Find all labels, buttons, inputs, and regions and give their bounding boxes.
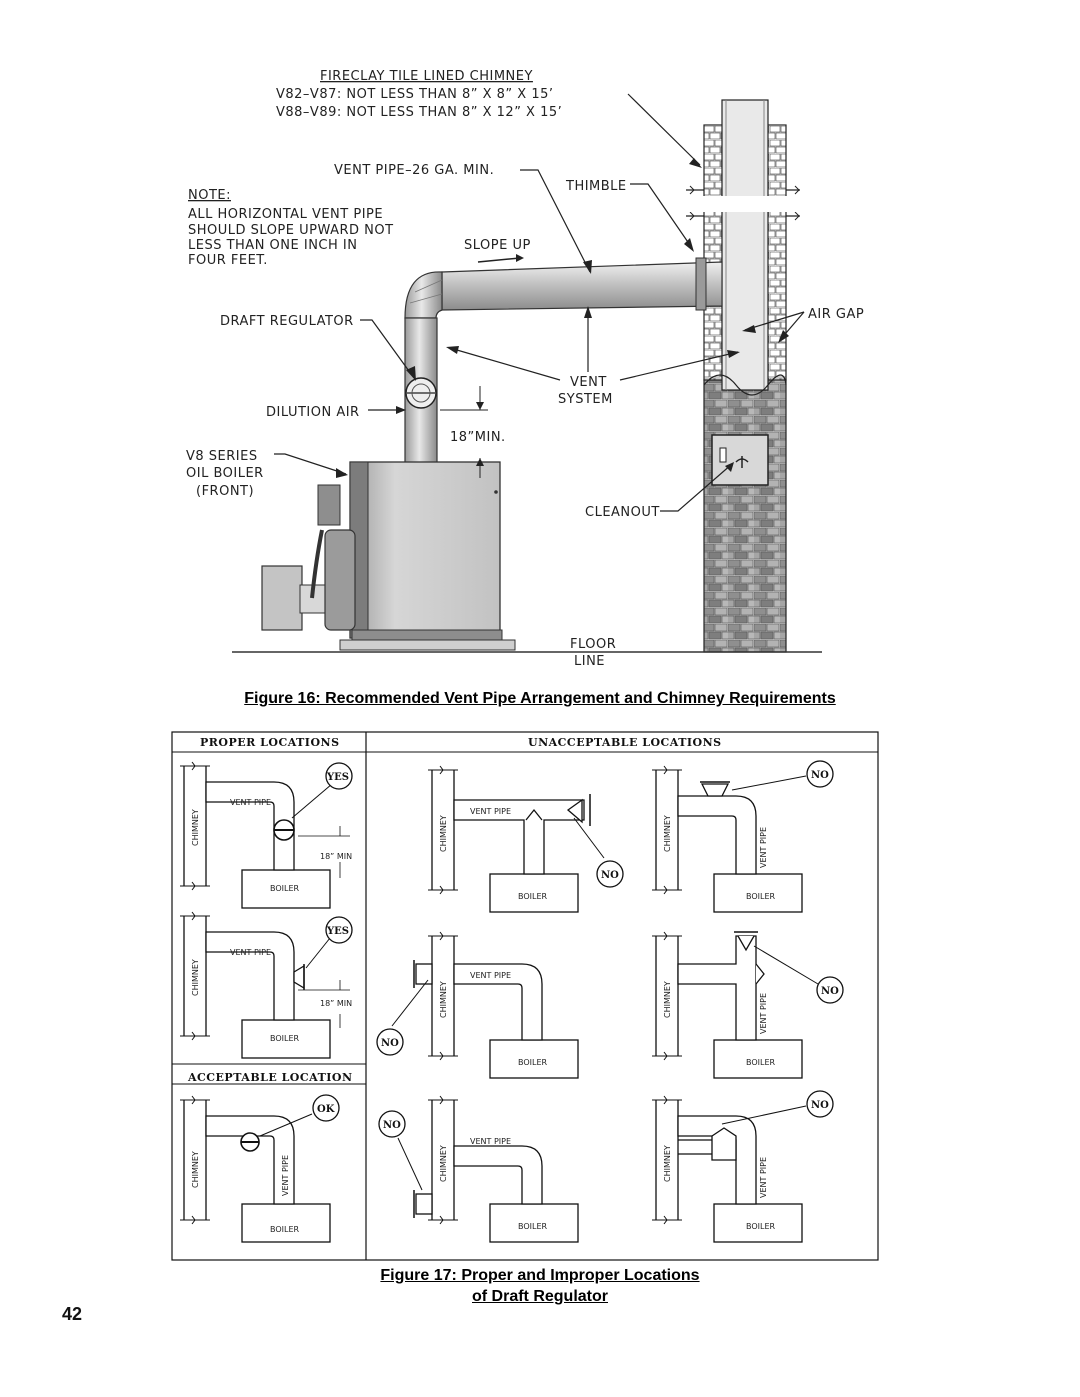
boiler-label: BOILER xyxy=(270,1034,300,1043)
vent-pipe-label: VENT PIPE xyxy=(759,993,768,1034)
no-marker: NO xyxy=(381,1038,399,1049)
panel-proper-1: YES VENT PIPE 18” MIN BOILER CHIMNEY xyxy=(179,761,353,909)
panel-unacceptable-6: NO VENT PIPE BOILER CHIMNEY xyxy=(651,1090,834,1243)
chimney-label: CHIMNEY xyxy=(663,815,672,852)
boiler-label: BOILER xyxy=(270,884,300,893)
leader-lines xyxy=(274,93,805,512)
figure-16-diagram: FIRECLAY TILE LINED CHIMNEY V82–V87: NOT… xyxy=(186,69,864,669)
thimble-label: THIMBLE xyxy=(565,179,627,194)
chimney-label: CHIMNEY xyxy=(439,1145,448,1182)
vent-pipe-label: VENT PIPE xyxy=(230,948,271,957)
figure-17-caption-line-1: Figure 17: Proper and Improper Locations xyxy=(380,1267,700,1284)
min-18-label: 18” MIN xyxy=(320,852,352,861)
no-marker: NO xyxy=(811,1100,829,1111)
panel-proper-2: YES VENT PIPE 18” MIN BOILER CHIMNEY xyxy=(179,911,353,1059)
vent-pipe-label: VENT PIPE xyxy=(470,971,511,980)
min-18-label: 18”MIN. xyxy=(450,430,506,445)
panel-unacceptable-5: NO VENT PIPE BOILER CHIMNEY xyxy=(378,1095,579,1243)
cleanout-label: CLEANOUT xyxy=(585,505,660,520)
vent-system-label-2: SYSTEM xyxy=(558,392,613,407)
boiler-label-3: (FRONT) xyxy=(196,484,254,499)
boiler-label-1: V8 SERIES xyxy=(186,449,258,464)
vent-pipe-label: VENT PIPE xyxy=(230,798,271,807)
boiler-label: BOILER xyxy=(270,1225,300,1234)
chimney-req-1-label: V82–V87: NOT LESS THAN 8” X 8” X 15’ xyxy=(276,87,554,102)
slope-up-label: SLOPE UP xyxy=(464,238,531,253)
min-18-label: 18” MIN xyxy=(320,999,352,1008)
chimney-req-2-label: V88–V89: NOT LESS THAN 8” X 12” X 15’ xyxy=(276,105,562,120)
note-line-4: FOUR FEET. xyxy=(188,253,268,268)
chimney-label: CHIMNEY xyxy=(439,981,448,1018)
no-marker: NO xyxy=(383,1120,401,1131)
boiler-label: BOILER xyxy=(746,1222,776,1231)
slope-up-arrow xyxy=(477,257,521,263)
vent-pipe xyxy=(404,257,723,464)
chimney-label: CHIMNEY xyxy=(439,815,448,852)
acceptable-location-header: ACCEPTABLE LOCATION xyxy=(187,1071,353,1084)
panel-unacceptable-1: NO VENT PIPE BOILER CHIMNEY xyxy=(427,765,624,913)
vent-pipe-label: VENT PIPE xyxy=(470,807,511,816)
vent-system-label-1: VENT xyxy=(570,375,607,390)
note-line-1: ALL HORIZONTAL VENT PIPE xyxy=(188,207,383,222)
unacceptable-locations-header: UNACCEPTABLE LOCATIONS xyxy=(528,736,722,749)
floor-line-label-1: FLOOR xyxy=(570,637,616,652)
panel-acceptable: OK VENT PIPE BOILER CHIMNEY xyxy=(179,1094,340,1243)
chimney-label: CHIMNEY xyxy=(663,981,672,1018)
boiler-label: BOILER xyxy=(518,892,548,901)
yes-marker: YES xyxy=(326,772,349,783)
note-line-3: LESS THAN ONE INCH IN xyxy=(188,238,357,253)
dimension-18-min xyxy=(440,386,488,478)
ok-marker: OK xyxy=(317,1104,335,1115)
no-marker: NO xyxy=(811,770,829,781)
vent-pipe-label: VENT PIPE xyxy=(470,1137,511,1146)
chimney-label: CHIMNEY xyxy=(191,809,200,846)
air-gap-label: AIR GAP xyxy=(808,307,864,322)
chimney-title-label: FIRECLAY TILE LINED CHIMNEY xyxy=(320,69,533,84)
proper-locations-header: PROPER LOCATIONS xyxy=(200,736,340,749)
figure-17-caption-line-2: of Draft Regulator xyxy=(472,1288,608,1305)
panel-unacceptable-3: NO VENT PIPE BOILER CHIMNEY xyxy=(376,931,579,1079)
floor-line-label-2: LINE xyxy=(574,654,605,669)
panel-unacceptable-2: NO VENT PIPE BOILER CHIMNEY xyxy=(651,760,834,913)
boiler-label: BOILER xyxy=(746,1058,776,1067)
draft-regulator-label: DRAFT REGULATOR xyxy=(220,314,354,329)
note-line-2: SHOULD SLOPE UPWARD NOT xyxy=(188,223,394,238)
chimney-label: CHIMNEY xyxy=(663,1145,672,1182)
chimney-label: CHIMNEY xyxy=(191,1151,200,1188)
boiler xyxy=(261,461,516,651)
yes-marker: YES xyxy=(326,926,349,937)
note-title: NOTE: xyxy=(188,188,231,203)
page-number: 42 xyxy=(62,1304,83,1324)
dilution-air-label: DILUTION AIR xyxy=(266,405,360,420)
no-marker: NO xyxy=(601,870,619,881)
chimney xyxy=(686,99,800,653)
vent-pipe-label: VENT PIPE xyxy=(759,1157,768,1198)
vent-pipe-label: VENT PIPE xyxy=(281,1155,290,1196)
boiler-label: BOILER xyxy=(518,1222,548,1231)
panel-unacceptable-4: NO VENT PIPE BOILER CHIMNEY xyxy=(651,931,844,1079)
chimney-label: CHIMNEY xyxy=(191,959,200,996)
vent-pipe-label: VENT PIPE xyxy=(759,827,768,868)
boiler-label: BOILER xyxy=(746,892,776,901)
boiler-label-2: OIL BOILER xyxy=(186,466,264,481)
figure-17-frame xyxy=(171,731,879,1261)
boiler-label: BOILER xyxy=(518,1058,548,1067)
no-marker: NO xyxy=(821,986,839,997)
vent-pipe-label: VENT PIPE–26 GA. MIN. xyxy=(334,163,494,178)
draft-regulator xyxy=(405,377,437,409)
figure-16-caption: Figure 16: Recommended Vent Pipe Arrange… xyxy=(244,690,836,707)
